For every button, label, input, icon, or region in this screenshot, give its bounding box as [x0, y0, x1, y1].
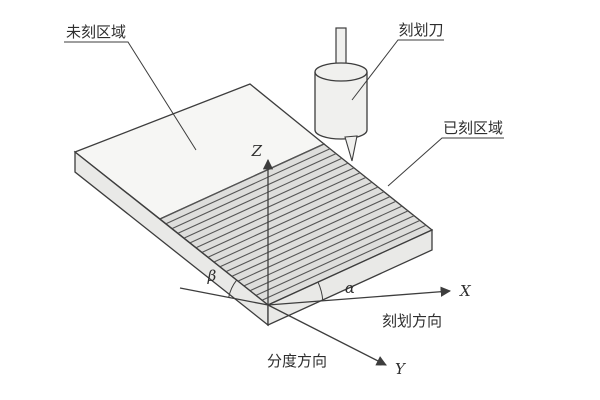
label-indexing-direction: 分度方向: [267, 352, 327, 370]
stripe-line: [237, 205, 403, 282]
stripe-line: [177, 157, 343, 234]
label-angle-beta: β: [207, 267, 217, 285]
stripe-line: [159, 143, 325, 220]
scribing-tool: [314, 27, 368, 162]
label-axis-y: Y: [395, 360, 407, 378]
stripe-line: [213, 186, 379, 263]
tool-cylinder-top: [314, 62, 368, 82]
label-scribing-direction: 刻划方向: [382, 312, 442, 330]
stripe-line: [255, 219, 421, 296]
stripe-line: [225, 196, 391, 273]
label-axis-z: Z: [251, 142, 263, 160]
stripe-line: [195, 172, 361, 249]
label-angle-alpha: α: [345, 279, 355, 297]
stripe-line: [207, 181, 373, 258]
leaders: [64, 39, 504, 187]
stripe-line: [231, 200, 397, 277]
stripe-line: [189, 167, 355, 244]
beta-reference-line: [179, 287, 269, 306]
tool-tip: [344, 135, 358, 162]
leader-unscribed-region: [64, 41, 197, 151]
label-scribed-region: 已刻区域: [443, 119, 503, 137]
stripe-line: [183, 162, 349, 239]
stripe-line: [243, 210, 409, 287]
stripe-line: [165, 148, 331, 225]
tool-cylinder-body: [314, 72, 368, 140]
alpha-angle-arc: [317, 281, 324, 301]
y-axis-arrow: [267, 304, 387, 366]
leader-tool: [351, 39, 444, 101]
leader-scribed-region: [387, 137, 504, 187]
stripe-line: [171, 153, 337, 230]
stripe-line: [219, 191, 385, 268]
stripe-line: [261, 224, 427, 301]
stripe-line: [201, 176, 367, 253]
label-axis-x: X: [459, 282, 472, 300]
stripe-line: [249, 215, 415, 292]
axes: [179, 158, 452, 366]
label-tool: 刻划刀: [398, 21, 443, 39]
x-axis-arrow: [267, 286, 452, 306]
label-unscribed-region: 未刻区域: [66, 23, 126, 41]
workpiece: [73, 83, 434, 327]
labels: 未刻区域 刻划刀 已刻区域 刻划方向 分度方向 Z X Y α β: [66, 21, 503, 378]
beta-angle-arc: [228, 279, 237, 298]
